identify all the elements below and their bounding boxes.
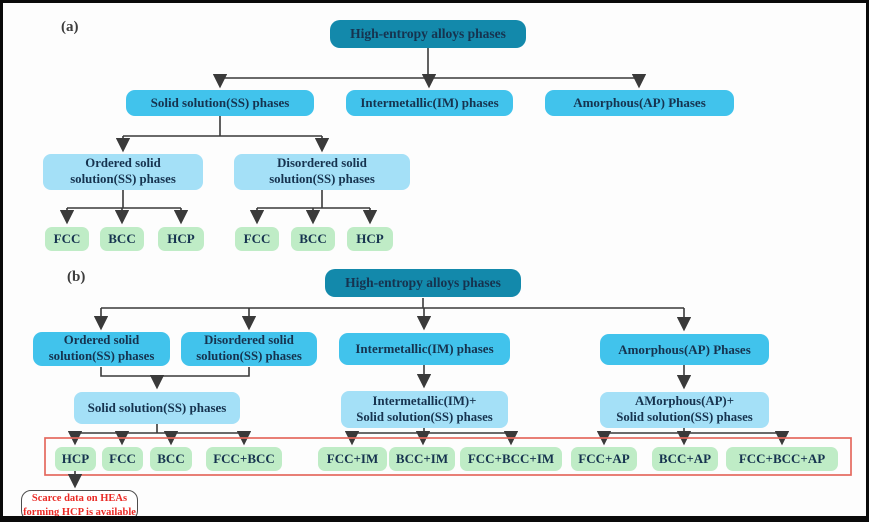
leaf-b-fcc-bcc-im: FCC+BCC+IM [460, 447, 562, 471]
node-a-intermetallic: Intermetallic(IM) phases [346, 90, 513, 116]
node-line: Intermetallic(IM)+ [372, 393, 477, 408]
node-b-intermetallic: Intermetallic(IM) phases [339, 333, 510, 365]
node-line: AMorphous(AP)+ [634, 394, 734, 409]
node-b-disordered-ss: Disordered solid solution(SS) phases [181, 332, 317, 366]
leaf-b-fcc-bcc: FCC+BCC [206, 447, 282, 471]
node-a-ordered-ss: Ordered solid solution(SS) phases [43, 154, 203, 190]
node-line: Ordered solid [63, 333, 140, 348]
node-line: Amorphous(AP) Phases [618, 341, 751, 357]
section-b-label: (b) [67, 269, 86, 285]
node-line: Disordered solid [277, 156, 367, 171]
node-line: solution(SS) phases [70, 172, 176, 186]
node-a-solid-solution: Solid solution(SS) phases [126, 90, 314, 116]
node-b-im-plus-ss: Intermetallic(IM)+ Solid solution(SS) ph… [341, 391, 508, 428]
leaf-a-bcc-1: BCC [100, 227, 144, 251]
node-line: Solid solution(SS) phases [356, 409, 493, 424]
leaf-b-bcc-im: BCC+IM [389, 447, 455, 471]
node-line: solution(SS) phases [196, 349, 302, 363]
leaf-b-bcc-ap: BCC+AP [652, 447, 718, 471]
leaf-b-bcc: BCC [150, 447, 192, 471]
leaf-b-fcc-bcc-ap: FCC+BCC+AP [726, 447, 838, 471]
node-a-amorphous: Amorphous(AP) Phases [545, 90, 734, 116]
node-b-ss-phases: Solid solution(SS) phases [74, 392, 240, 424]
leaf-a-fcc-1: FCC [45, 227, 89, 251]
node-a-disordered-ss: Disordered solid solution(SS) phases [234, 154, 410, 190]
node-line: Disordered solid [204, 333, 294, 348]
node-line: Solid solution(SS) phases [616, 410, 753, 424]
node-line: solution(SS) phases [48, 349, 155, 363]
leaf-b-fcc-im: FCC+IM [318, 447, 387, 471]
leaf-b-fcc-ap: FCC+AP [571, 447, 637, 471]
leaf-a-fcc-2: FCC [235, 227, 279, 251]
leaf-a-hcp-1: HCP [158, 227, 204, 251]
node-b-ordered-ss: Ordered solid solution(SS) phases [33, 332, 170, 366]
leaf-b-fcc: FCC [102, 447, 143, 471]
node-line: Ordered solid [85, 156, 161, 171]
leaf-b-hcp: HCP [55, 447, 96, 471]
leaf-a-bcc-2: BCC [291, 227, 335, 251]
node-b-amorphous: Amorphous(AP) Phases [600, 334, 769, 365]
leaf-a-hcp-2: HCP [347, 227, 393, 251]
section-a-label: (a) [61, 19, 79, 35]
node-line: solution(SS) phases [269, 172, 375, 186]
node-line: Intermetallic(IM) phases [355, 341, 494, 357]
node-b-ap-plus-ss: AMorphous(AP)+ Solid solution(SS) phases [600, 392, 769, 428]
connector-lines [44, 48, 852, 489]
note-line: forming HCP is available [23, 506, 136, 518]
node-a-root: High-entropy alloys phases [330, 20, 526, 48]
note-line: Scarce data on HEAs [31, 493, 128, 505]
hcp-scarce-data-note: Scarce data on HEAs forming HCP is avail… [21, 490, 138, 518]
red-outline-box [44, 437, 852, 476]
node-line: Solid solution(SS) phases [87, 400, 227, 416]
node-b-root: High-entropy alloys phases [325, 269, 521, 297]
